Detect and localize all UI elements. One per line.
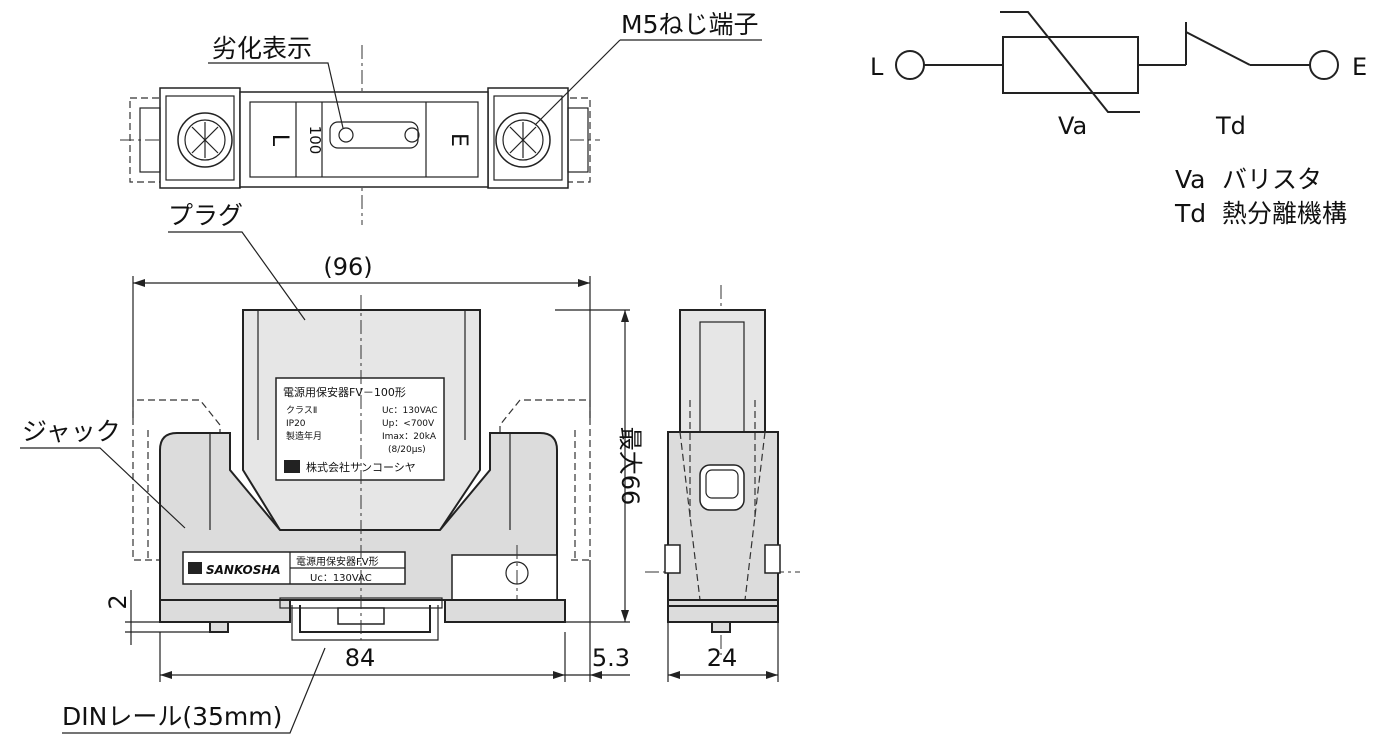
label-plug: プラグ	[168, 201, 243, 230]
dim-2: 2	[104, 594, 132, 609]
terminal-l-icon	[895, 50, 925, 80]
jack-label-title: 電源用保安器FV形	[296, 555, 379, 568]
dim-96: (96)	[323, 253, 372, 281]
dim-24: 24	[707, 644, 738, 672]
plug-label-mfg: 製造年月	[286, 430, 322, 442]
plug-label-ip: IP20	[286, 419, 306, 429]
maker-logo-icon	[284, 460, 300, 473]
jack-label-brand: SANKOSHA	[206, 563, 281, 577]
degradation-window	[329, 121, 419, 149]
schematic-l: L	[870, 53, 884, 81]
circuit-schematic	[895, 11, 1339, 113]
thermal-switch-symbol	[1185, 31, 1251, 66]
plug-label-title: 電源用保安器FV－100形	[283, 385, 406, 399]
plug-nameplate	[275, 377, 445, 481]
plug-label-imax: Imax：20kA	[382, 432, 437, 442]
top-model-no: 100	[306, 126, 324, 155]
label-degradation-indicator: 劣化表示	[212, 34, 312, 63]
plug-label-maker: 株式会社サンコーシヤ	[306, 460, 416, 474]
dim-5-3: 5.3	[592, 644, 630, 672]
side-view	[645, 285, 800, 682]
top-view: L 100 E	[120, 39, 762, 225]
dim-84: 84	[345, 644, 376, 672]
dim-height-66: 最大66	[616, 427, 644, 506]
plug-label-class: クラスⅡ	[286, 405, 317, 416]
legend-td-desc: 熱分離機構	[1222, 199, 1347, 228]
plug-top	[239, 91, 489, 188]
legend-td-key: Td	[1174, 199, 1206, 228]
terminal-e-icon	[1309, 50, 1339, 80]
din-rail	[299, 605, 431, 633]
side-plug	[679, 309, 766, 433]
schematic-td: Td	[1215, 112, 1246, 140]
schematic-e: E	[1352, 53, 1367, 81]
front-view: 電源用保安器FV－100形 クラスⅡ IP20 製造年月 Uc：130VAC U…	[20, 231, 630, 734]
schematic-va: Va	[1058, 112, 1087, 140]
legend-va-desc: バリスタ	[1222, 165, 1322, 194]
jack-label-uc: Uc：130VAC	[310, 573, 372, 584]
top-label-l: L	[267, 134, 292, 147]
plug-label-uc: Uc：130VAC	[382, 406, 438, 416]
terminal-cover	[451, 554, 558, 601]
legend-va-key: Va	[1175, 165, 1205, 194]
label-jack: ジャック	[22, 417, 121, 446]
label-m5-terminal: M5ねじ端子	[621, 10, 758, 39]
label-din-rail: DINレール(35mm)	[62, 702, 282, 731]
top-label-e: E	[446, 133, 471, 147]
sankosha-logo-icon	[188, 562, 202, 574]
plug-label-wave: (8/20μs)	[388, 445, 426, 455]
plug-label-up: Up：<700V	[382, 419, 435, 429]
